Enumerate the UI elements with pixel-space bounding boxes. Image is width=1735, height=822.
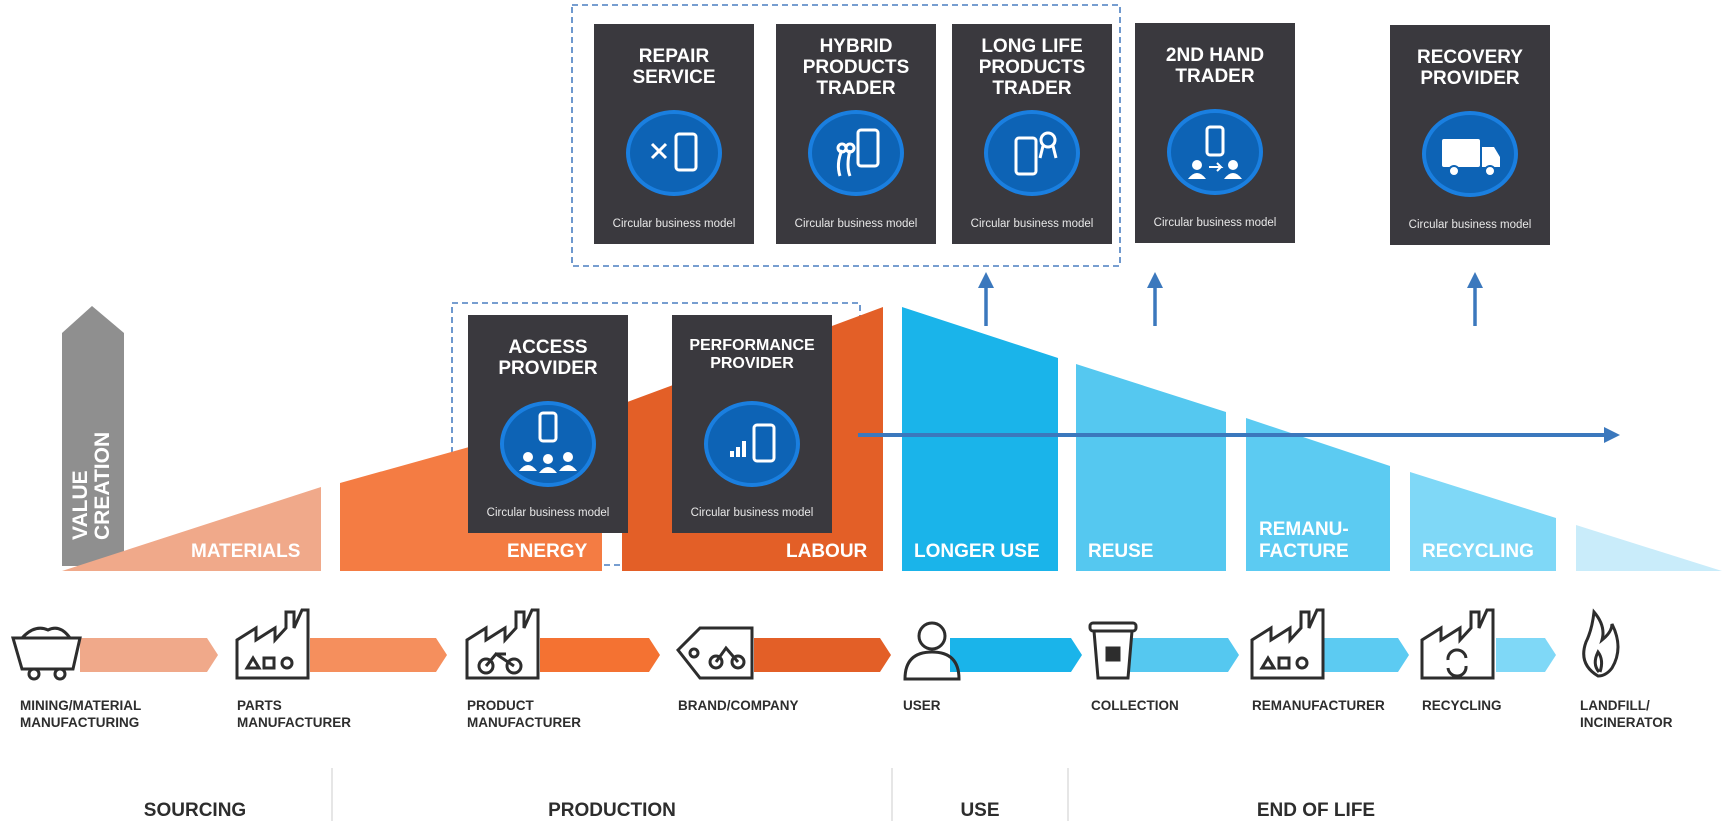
card-long-life-products-trader: LONG LIFE PRODUCTS TRADER Circular busin… bbox=[952, 24, 1112, 244]
card-subtitle: Circular business model bbox=[1408, 219, 1532, 231]
step-label-product: PRODUCT MANUFACTURER bbox=[467, 698, 581, 730]
zone-recycling-shape bbox=[1410, 472, 1556, 571]
factory-bicycle-icon bbox=[465, 608, 540, 680]
card-subtitle: Circular business model bbox=[612, 218, 736, 230]
price-tag-bicycle-icon bbox=[675, 626, 754, 680]
step-label-brand: BRAND/COMPANY bbox=[678, 698, 799, 713]
zone-label-recycling: RECYCLING bbox=[1422, 541, 1534, 562]
phase-label-end-of-life: END OF LIFE bbox=[1256, 800, 1376, 821]
zone-materials-shape bbox=[62, 487, 321, 571]
step-label-parts: PARTS MANUFACTURER bbox=[237, 698, 351, 730]
card-title: LONG LIFE PRODUCTS TRADER bbox=[978, 36, 1086, 99]
card-recovery-provider: RECOVERY PROVIDER Circular business mode… bbox=[1390, 25, 1550, 245]
zone-longer-use-shape bbox=[902, 307, 1058, 571]
phone-users-exchange-icon bbox=[1167, 109, 1263, 195]
mine-cart-icon bbox=[11, 626, 82, 681]
value-creation-arrow bbox=[62, 306, 124, 566]
step-label-mining: MINING/MATERIAL MANUFACTURING bbox=[20, 698, 142, 730]
zone-label-energy: ENERGY bbox=[507, 541, 588, 562]
phone-earphones-icon bbox=[808, 110, 904, 196]
card-repair-service: REPAIR SERVICE Circular business model bbox=[594, 24, 754, 244]
chevron-parts bbox=[310, 638, 447, 672]
chevron-recycling bbox=[1496, 638, 1556, 672]
card-title: 2ND HAND TRADER bbox=[1165, 45, 1265, 87]
card-subtitle: Circular business model bbox=[690, 507, 814, 519]
zone-remanufacture-shape bbox=[1246, 418, 1390, 571]
chevron-brand bbox=[754, 638, 891, 672]
step-label-remanufacturer: REMANUFACTURER bbox=[1252, 698, 1385, 713]
phase-label-sourcing: SOURCING bbox=[143, 800, 247, 821]
card-subtitle: Circular business model bbox=[486, 507, 610, 519]
factory-parts-icon bbox=[235, 608, 310, 680]
zone-label-remanufacture: REMANU- FACTURE bbox=[1259, 519, 1349, 562]
up-arrow-reuse bbox=[1147, 272, 1163, 326]
step-label-collection: COLLECTION bbox=[1091, 698, 1179, 713]
collection-bin-icon bbox=[1088, 621, 1138, 680]
zone-label-reuse: REUSE bbox=[1088, 541, 1154, 562]
card-subtitle: Circular business model bbox=[970, 218, 1094, 230]
chevron-remanufacturer bbox=[1324, 638, 1409, 672]
up-arrow-recycling bbox=[1467, 272, 1483, 326]
recycling-truck-icon bbox=[1422, 111, 1518, 197]
factory-recycle-icon bbox=[1420, 608, 1495, 680]
chevron-mining bbox=[80, 638, 218, 672]
step-label-recycling: RECYCLING bbox=[1422, 698, 1502, 713]
step-label-landfill: LANDFILL/ INCINERATOR bbox=[1580, 698, 1673, 730]
top-cards-group-box bbox=[571, 4, 1121, 267]
card-title: REPAIR SERVICE bbox=[632, 46, 716, 88]
step-label-user: USER bbox=[903, 698, 941, 713]
card-subtitle: Circular business model bbox=[794, 218, 918, 230]
phone-award-icon bbox=[984, 110, 1080, 196]
zone-label-materials: MATERIALS bbox=[191, 541, 301, 562]
phase-label-use: USE bbox=[960, 800, 1000, 821]
zone-reuse-shape bbox=[1076, 364, 1226, 571]
card-title: PERFORMANCE PROVIDER bbox=[689, 337, 815, 372]
card-performance-provider: PERFORMANCE PROVIDER Circular business m… bbox=[672, 315, 832, 533]
zone-label-labour: LABOUR bbox=[786, 541, 868, 562]
card-subtitle: Circular business model bbox=[1153, 217, 1277, 229]
factory-remanufacture-icon bbox=[1250, 608, 1325, 680]
phone-signal-icon bbox=[704, 401, 800, 487]
zone-label-longer-use: LONGER USE bbox=[914, 541, 1040, 562]
card-title: ACCESS PROVIDER bbox=[498, 337, 598, 379]
card-title: RECOVERY PROVIDER bbox=[1417, 47, 1523, 89]
phone-sharing-users-icon bbox=[500, 401, 596, 487]
phase-label-production: PRODUCTION bbox=[548, 800, 676, 821]
value-creation-label: VALUE CREATION bbox=[69, 431, 114, 540]
chevron-product bbox=[540, 638, 660, 672]
zone-landfill-shape bbox=[1576, 525, 1722, 571]
repair-tools-phone-icon bbox=[626, 110, 722, 196]
use-phase-flow-arrow-head bbox=[1604, 427, 1620, 443]
card-2nd-hand-trader: 2ND HAND TRADER Circular business model bbox=[1135, 23, 1295, 243]
fire-icon bbox=[1582, 608, 1620, 678]
user-icon bbox=[903, 621, 961, 681]
card-title: HYBRID PRODUCTS TRADER bbox=[802, 36, 910, 99]
card-hybrid-products-trader: HYBRID PRODUCTS TRADER Circular business… bbox=[776, 24, 936, 244]
chevron-collection bbox=[1130, 638, 1239, 672]
card-access-provider: ACCESS PROVIDER Circular business model bbox=[468, 315, 628, 533]
up-arrow-longer-use bbox=[978, 272, 994, 326]
chevron-user bbox=[950, 638, 1082, 672]
